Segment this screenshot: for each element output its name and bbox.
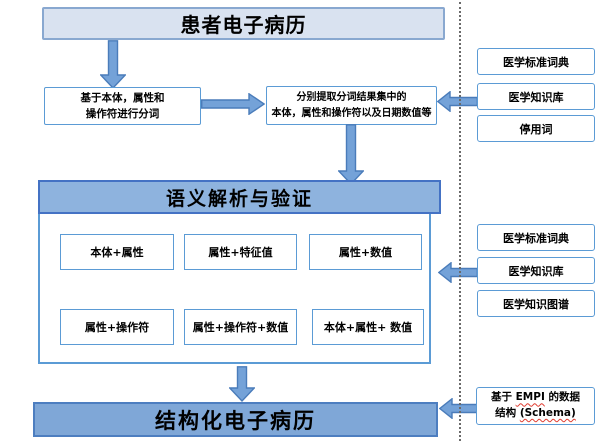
arrow-down-to-semantic-section bbox=[338, 124, 364, 185]
structured-emr-label: 结构化电子病历 bbox=[155, 408, 316, 433]
arrow-left-to-extraction bbox=[437, 91, 478, 112]
ref-box-standard-dictionary-1: 医学标准词典 bbox=[477, 48, 595, 75]
segmentation-line2: 操作符进行分词 bbox=[85, 108, 160, 120]
extraction-box: 分别提取分词结果集中的 本体，属性和操作符以及日期数值等 bbox=[266, 86, 437, 125]
cell-attribute-operator-numeric: 属性+操作符+数值 bbox=[184, 309, 297, 345]
cell-ontology-attribute-numeric: 本体+属性+ 数值 bbox=[312, 309, 424, 345]
arrow-down-to-segmentation bbox=[100, 40, 126, 89]
ref-box-knowledge-base-1: 医学知识库 bbox=[477, 83, 595, 110]
cell-attribute-numeric: 属性+数值 bbox=[309, 234, 422, 270]
cell-attribute-operator: 属性+操作符 bbox=[60, 309, 174, 345]
arrow-down-to-structured-emr bbox=[229, 366, 255, 402]
empi-prefix: 基于 bbox=[490, 391, 516, 404]
semantic-section-title: 语义解析与验证 bbox=[165, 187, 313, 210]
arrow-left-to-semantic-section bbox=[438, 262, 478, 283]
cell-attribute-featurevalue: 属性+特征值 bbox=[184, 234, 297, 270]
schema-term: (Schema) bbox=[519, 407, 576, 419]
empi-schema-line1: 基于 EMPI 的数据 bbox=[491, 390, 580, 406]
empi-schema-line2: 结构 (Schema) bbox=[495, 406, 576, 422]
ref-box-stopwords: 停用词 bbox=[477, 115, 595, 142]
extraction-line2: 本体，属性和操作符以及日期数值等 bbox=[271, 107, 432, 119]
ref-box-knowledge-graph: 医学知识图谱 bbox=[477, 290, 595, 317]
arrow-right-to-extraction bbox=[201, 93, 265, 115]
structured-emr-bar: 结构化电子病历 bbox=[33, 402, 438, 437]
schema-prefix: 结构 bbox=[495, 407, 520, 419]
dashed-separator-line bbox=[459, 2, 461, 441]
extraction-line1: 分别提取分词结果集中的 bbox=[296, 92, 407, 103]
semantic-section-body: 本体+属性 属性+特征值 属性+数值 属性+操作符 属性+操作符+数值 本体+属… bbox=[38, 214, 431, 364]
segmentation-line1: 基于本体，属性和 bbox=[80, 91, 165, 104]
ref-box-standard-dictionary-2: 医学标准词典 bbox=[477, 224, 595, 251]
cell-ontology-attribute: 本体+属性 bbox=[60, 234, 174, 270]
empi-suffix: 的数据 bbox=[544, 391, 581, 404]
segmentation-box: 基于本体，属性和 操作符进行分词 bbox=[44, 87, 201, 125]
empi-schema-box: 基于 EMPI 的数据 结构 (Schema) bbox=[476, 387, 595, 425]
ref-box-knowledge-base-2: 医学知识库 bbox=[477, 257, 595, 284]
patient-emr-box: 患者电子病历 bbox=[42, 7, 445, 40]
empi-term: EMPI bbox=[515, 391, 545, 404]
patient-emr-label: 患者电子病历 bbox=[180, 13, 307, 37]
semantic-section-header: 语义解析与验证 bbox=[38, 180, 441, 214]
